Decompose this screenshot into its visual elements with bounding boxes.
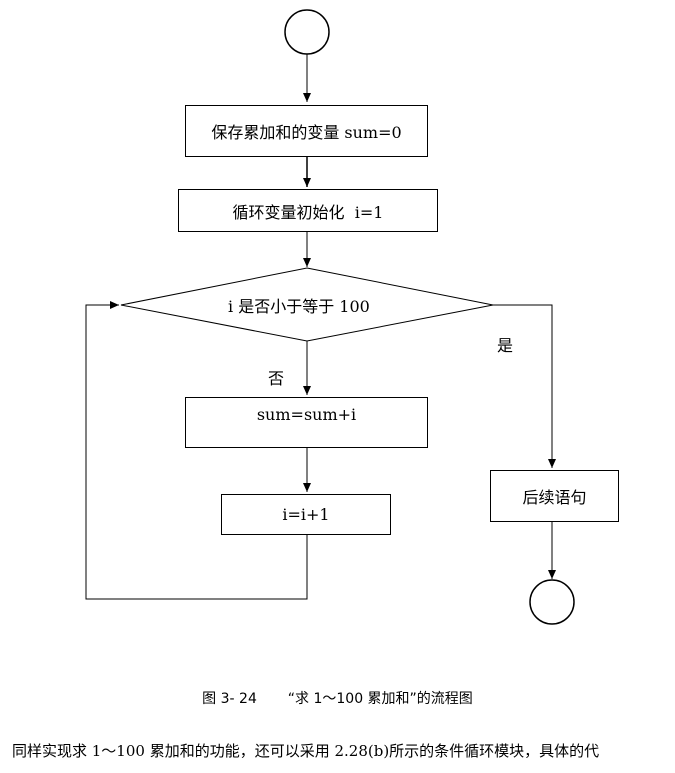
init-i-box: 循环变量初始化 i=1	[178, 189, 438, 232]
init-sum-box: 保存累加和的变量 sum=0	[185, 105, 428, 157]
yes-label: 是	[497, 336, 514, 355]
decision-text: i 是否小于等于 100	[228, 297, 370, 316]
increment-box: i=i+1	[221, 494, 391, 535]
arrow-decision-to-next	[493, 304, 556, 468]
flowchart-canvas	[85, 9, 575, 625]
accumulate-text: sum=sum+i	[256, 405, 357, 424]
end-terminal	[529, 579, 575, 625]
start-terminal	[284, 9, 330, 55]
init-i-text: 循环变量初始化 i=1	[232, 202, 384, 222]
next-statement-text: 后续语句	[522, 488, 587, 507]
figure-title: “求 1～100 累加和”的流程图	[287, 691, 473, 707]
loop-back-line	[85, 301, 308, 600]
increment-text: i=i+1	[282, 505, 330, 524]
figure-number: 图 3- 24	[202, 691, 257, 707]
next-statement-box: 后续语句	[490, 470, 619, 522]
init-sum-text: 保存累加和的变量 sum=0	[211, 123, 402, 142]
body-paragraph: 同样实现求 1～100 累加和的功能，还可以采用 2.28(b)所示的条件循环模…	[12, 742, 600, 760]
figure-caption: 图 3- 24 “求 1～100 累加和”的流程图	[0, 688, 675, 708]
no-label: 否	[268, 369, 285, 388]
accumulate-box: sum=sum+i	[185, 397, 428, 448]
